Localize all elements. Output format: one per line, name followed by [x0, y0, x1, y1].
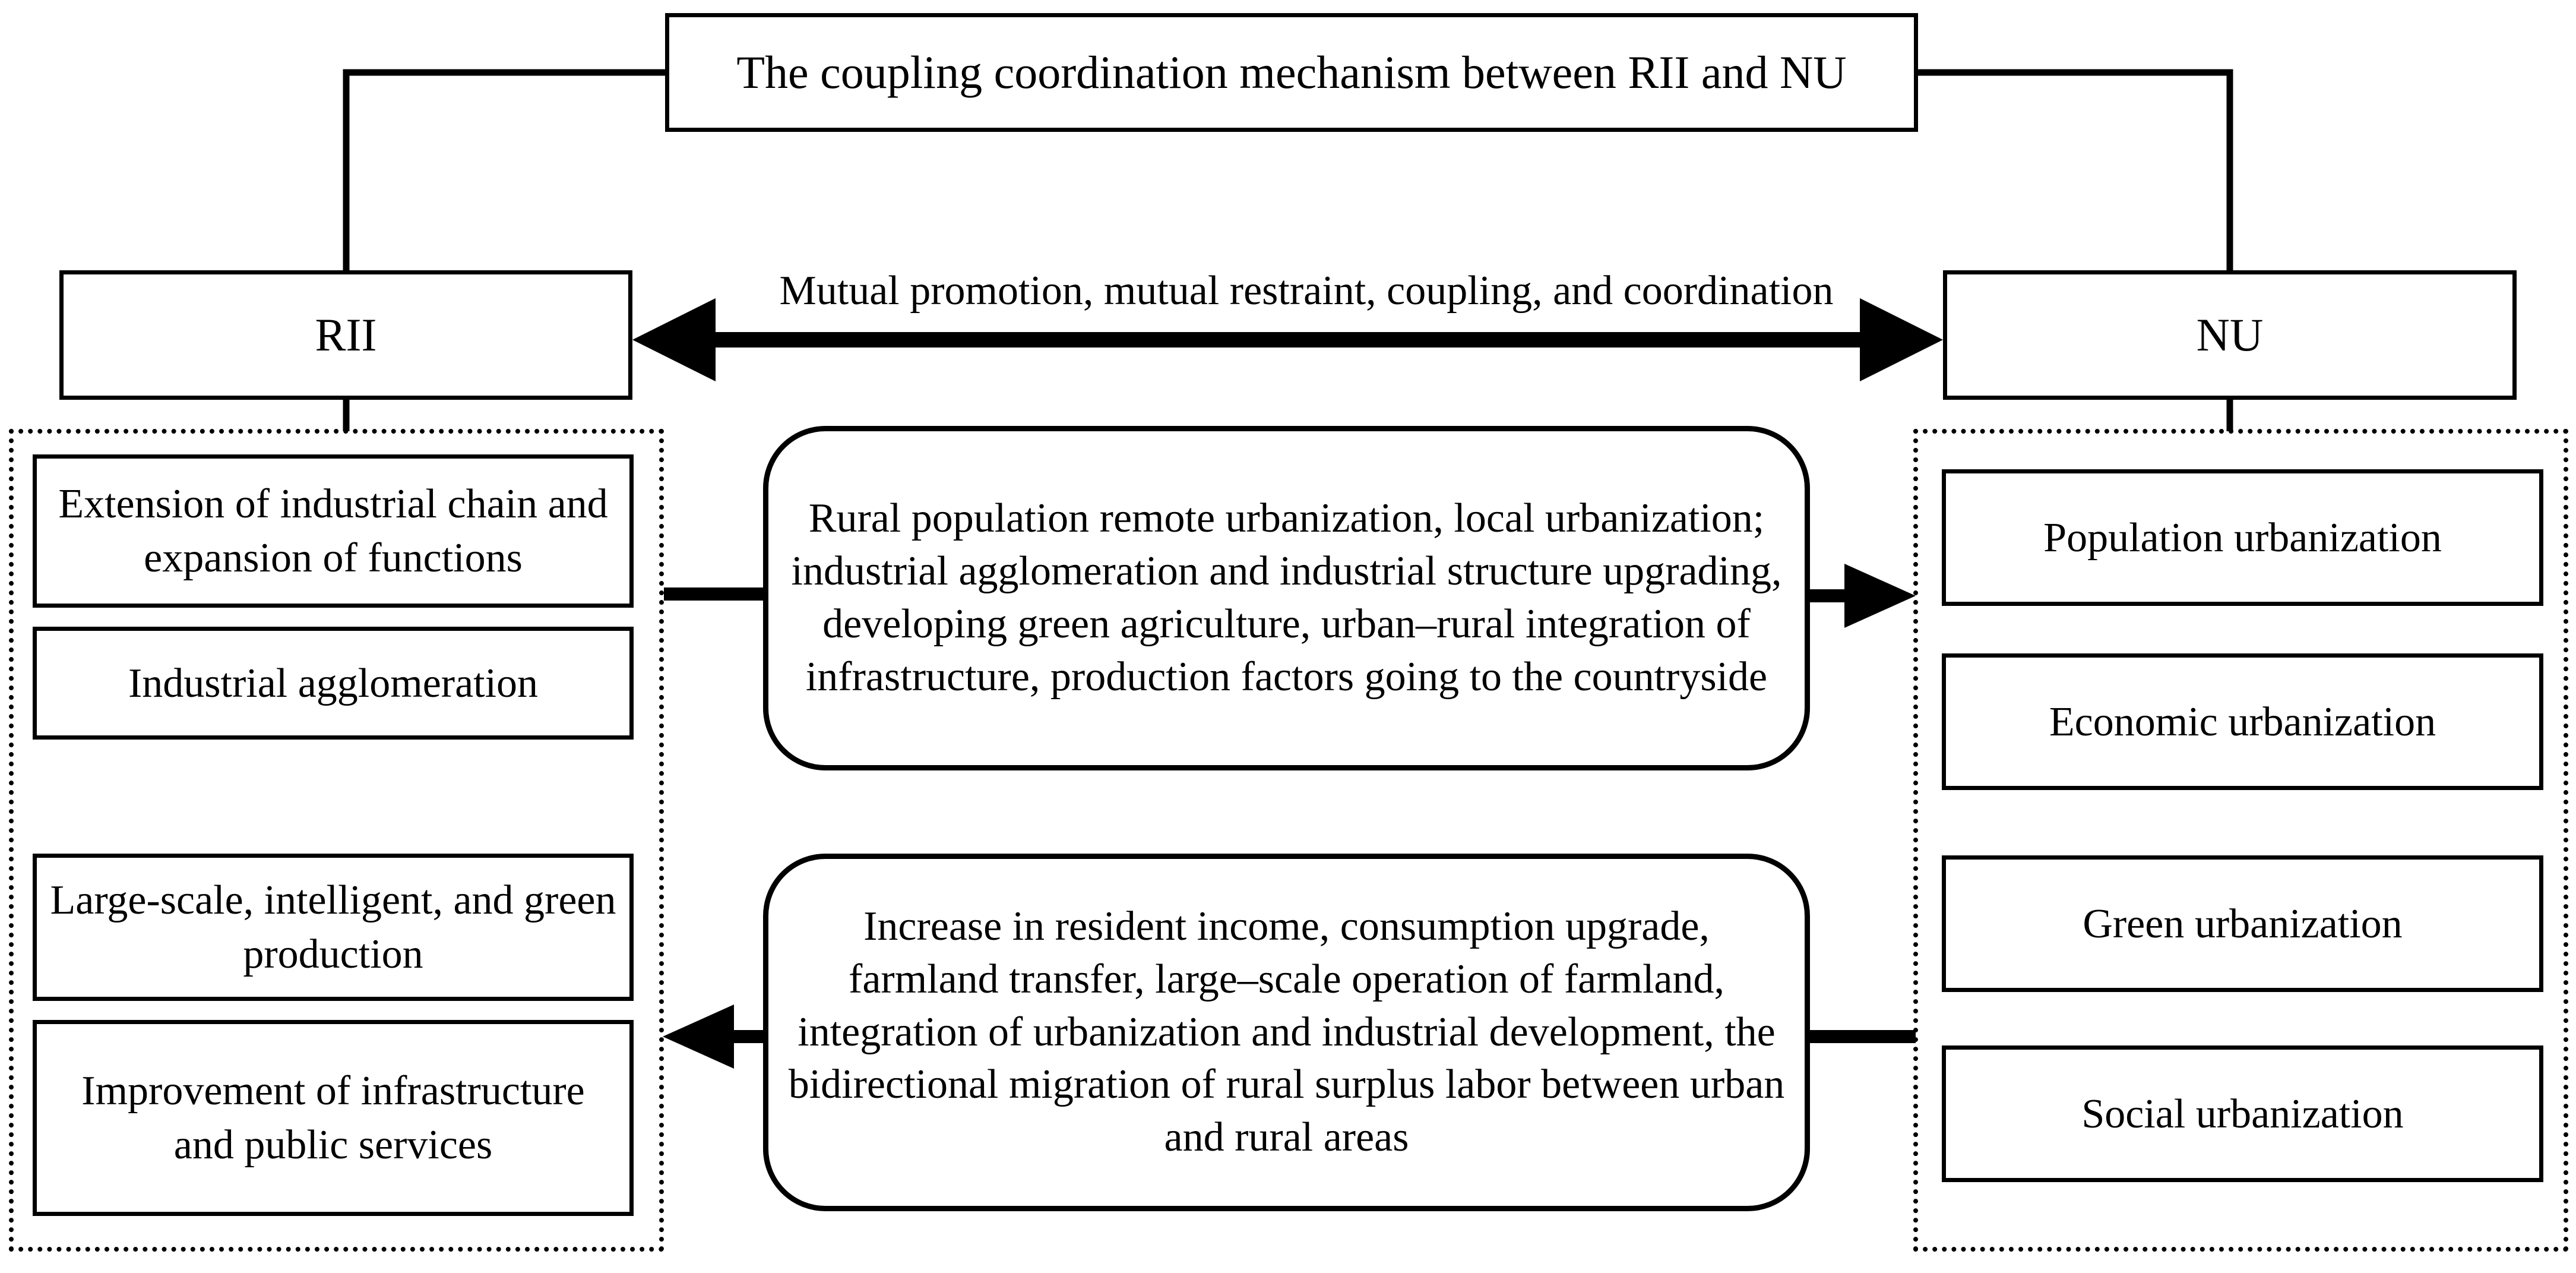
pillar-rii: RII — [59, 270, 632, 400]
left-item-extension-of-industrial-chain: Extension of industrial chain and expans… — [33, 454, 634, 608]
right-group-container — [1913, 429, 2568, 1252]
left-item-label: Improvement of infrastructure and public… — [81, 1068, 585, 1168]
connector-title-to-rii — [343, 69, 665, 270]
title-box-label: The coupling coordination mechanism betw… — [736, 46, 1847, 98]
right-item-green-urbanization: Green urbanization — [1942, 855, 2543, 992]
right-item-social-urbanization: Social urbanization — [1942, 1045, 2543, 1182]
left-item-large-scale-intelligent-green-production: Large-scale, intelligent, and green prod… — [33, 854, 634, 1001]
title-box: The coupling coordination mechanism betw… — [665, 13, 1918, 132]
mechanism-box-nu-to-rii: Increase in resident income, consumption… — [763, 854, 1810, 1211]
left-item-label: Extension of industrial chain and expans… — [58, 481, 608, 581]
right-item-label: Green urbanization — [2083, 901, 2403, 947]
pillar-rii-label: RII — [315, 308, 377, 361]
right-item-label: Economic urbanization — [2049, 699, 2436, 745]
left-item-industrial-agglomeration: Industrial agglomeration — [33, 627, 634, 740]
connector-top-mechanism-to-right — [1810, 564, 1916, 628]
right-item-economic-urbanization: Economic urbanization — [1942, 653, 2543, 790]
right-item-population-urbanization: Population urbanization — [1942, 469, 2543, 606]
connector-title-to-nu — [1918, 69, 2233, 270]
left-item-label: Large-scale, intelligent, and green prod… — [50, 877, 616, 977]
pillar-nu-label: NU — [2196, 308, 2264, 361]
left-item-label: Industrial agglomeration — [128, 660, 539, 706]
mutual-relation-label: Mutual promotion, mutual restraint, coup… — [779, 268, 1834, 314]
left-group-container — [9, 429, 664, 1252]
right-item-label: Population urbanization — [2043, 514, 2442, 561]
mechanism-box-label: Increase in resident income, consumption… — [788, 903, 1785, 1161]
right-item-label: Social urbanization — [2081, 1091, 2404, 1137]
connector-mutual-bidirectional — [632, 298, 1943, 381]
connector-bottom-mechanism-to-left — [663, 1004, 766, 1069]
mechanism-box-label: Rural population remote urbanization, lo… — [791, 495, 1782, 700]
mechanism-box-rii-to-nu: Rural population remote urbanization, lo… — [763, 426, 1810, 770]
pillar-nu: NU — [1943, 270, 2517, 400]
left-item-improvement-of-infrastructure: Improvement of infrastructure and public… — [33, 1020, 634, 1216]
